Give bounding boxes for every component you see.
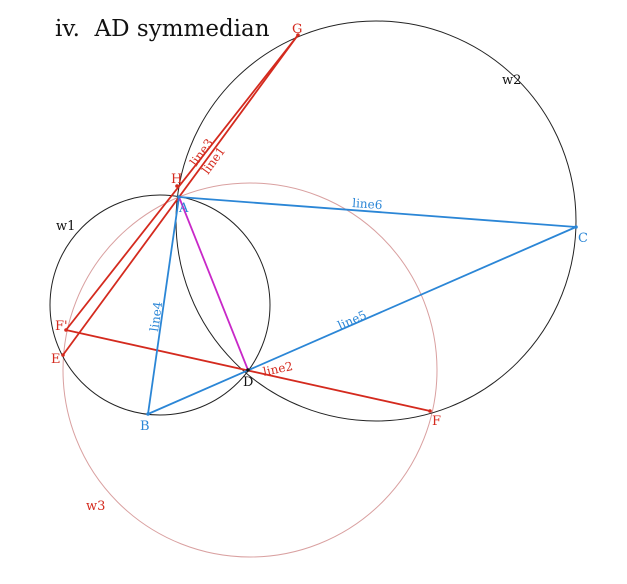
point-b bbox=[146, 412, 150, 416]
line-label-line5: line5 bbox=[336, 308, 369, 333]
point-d bbox=[246, 368, 250, 372]
point-g bbox=[296, 33, 300, 37]
circle-w1 bbox=[49, 194, 271, 416]
point-f bbox=[428, 409, 432, 413]
line3-segment bbox=[65, 34, 299, 331]
point-label-c: C bbox=[578, 231, 588, 246]
diagram-title: iv. AD symmedian bbox=[55, 16, 270, 42]
point-c bbox=[574, 225, 578, 229]
line5-segment bbox=[147, 226, 577, 415]
point-label-a: A bbox=[178, 201, 189, 216]
point-h bbox=[175, 184, 179, 188]
line4-segment bbox=[147, 196, 180, 415]
point-label-e: E bbox=[51, 352, 61, 367]
point-label-f: F bbox=[432, 414, 441, 429]
ad-symmedian-segment bbox=[178, 196, 249, 371]
point-label-d: D bbox=[243, 375, 253, 390]
point-label-fp: F' bbox=[55, 319, 68, 334]
point-a bbox=[177, 195, 181, 199]
point-label-g: G bbox=[292, 22, 302, 37]
line1-segment bbox=[62, 34, 299, 356]
line-label-line6: line6 bbox=[352, 196, 383, 212]
line-label-line4: line4 bbox=[147, 300, 165, 332]
point-label-b: B bbox=[140, 419, 150, 434]
line-label-line2: line2 bbox=[262, 359, 294, 379]
circle-w3 bbox=[62, 182, 438, 558]
point-e bbox=[61, 353, 65, 357]
point-fp bbox=[64, 328, 68, 332]
circle-label-w2: w2 bbox=[502, 73, 521, 88]
circle-label-w3: w3 bbox=[86, 499, 105, 514]
circle-label-w1: w1 bbox=[56, 219, 75, 234]
line6-segment bbox=[178, 196, 577, 228]
point-label-h: H bbox=[171, 172, 182, 187]
